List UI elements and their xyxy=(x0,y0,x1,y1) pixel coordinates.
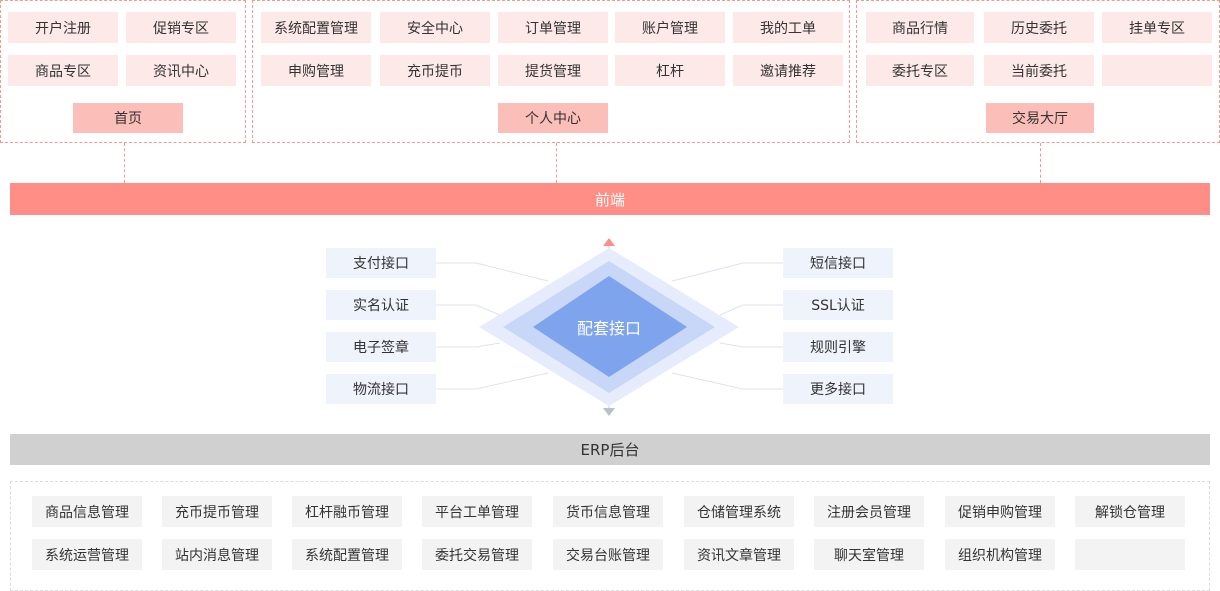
erp-module[interactable]: 促销申购管理 xyxy=(945,496,1055,527)
center-interface-label: 配套接口 xyxy=(576,319,641,338)
erp-module[interactable]: 组织机构管理 xyxy=(945,539,1055,570)
erp-module[interactable]: 货币信息管理 xyxy=(553,496,663,527)
module-cell[interactable]: 安全中心 xyxy=(380,12,490,43)
module-cell[interactable]: 提货管理 xyxy=(498,55,608,86)
module-cell[interactable]: 开户注册 xyxy=(8,12,118,43)
module-cell[interactable]: 历史委托 xyxy=(984,12,1094,43)
api-item[interactable]: 短信接口 xyxy=(783,248,893,278)
interface-diagram xyxy=(436,238,783,416)
erp-module[interactable]: 资讯文章管理 xyxy=(684,539,794,570)
hub-home[interactable]: 首页 xyxy=(73,103,183,133)
module-cell[interactable]: 充币提币 xyxy=(380,55,490,86)
api-item[interactable]: 电子签章 xyxy=(326,332,436,362)
group-personal-box xyxy=(252,0,850,143)
erp-module[interactable]: 站内消息管理 xyxy=(162,539,272,570)
connector-line xyxy=(436,372,549,390)
module-cell[interactable]: 邀请推荐 xyxy=(733,55,843,86)
module-cell[interactable]: 商品专区 xyxy=(8,55,118,86)
api-item[interactable]: 支付接口 xyxy=(326,248,436,278)
module-cell[interactable]: 订单管理 xyxy=(498,12,608,43)
connector-line xyxy=(719,304,783,316)
connector-line xyxy=(436,304,501,316)
connector-line xyxy=(1040,143,1041,183)
diamond-core xyxy=(533,276,687,377)
erp-module[interactable]: 平台工单管理 xyxy=(422,496,532,527)
erp-module[interactable]: 系统配置管理 xyxy=(292,539,402,570)
module-cell[interactable]: 系统配置管理 xyxy=(261,12,371,43)
api-item[interactable]: 更多接口 xyxy=(783,374,893,404)
connector-line xyxy=(671,372,783,390)
api-item[interactable]: 物流接口 xyxy=(326,374,436,404)
erp-module[interactable]: 杠杆融币管理 xyxy=(292,496,402,527)
erp-bar: ERP后台 xyxy=(10,434,1210,465)
erp-module[interactable]: 聊天室管理 xyxy=(814,539,924,570)
module-cell[interactable]: 杠杆 xyxy=(615,55,725,86)
erp-module[interactable]: 充币提币管理 xyxy=(162,496,272,527)
erp-module[interactable]: 注册会员管理 xyxy=(814,496,924,527)
hub-trading-hall[interactable]: 交易大厅 xyxy=(986,103,1094,133)
module-cell[interactable]: 促销专区 xyxy=(126,12,236,43)
connector-line xyxy=(556,143,557,183)
module-cell-empty xyxy=(1102,55,1212,86)
hub-personal-center[interactable]: 个人中心 xyxy=(498,103,608,133)
api-item[interactable]: 实名认证 xyxy=(326,290,436,320)
erp-module[interactable]: 解锁仓管理 xyxy=(1075,496,1185,527)
connector-line xyxy=(436,342,501,348)
arrow-up-icon xyxy=(603,238,615,246)
module-cell[interactable]: 申购管理 xyxy=(261,55,371,86)
module-cell[interactable]: 委托专区 xyxy=(866,55,974,86)
connector-line xyxy=(436,262,549,282)
connector-line xyxy=(719,342,783,348)
api-item[interactable]: 规则引擎 xyxy=(783,332,893,362)
frontend-bar: 前端 xyxy=(10,183,1210,215)
module-cell[interactable]: 挂单专区 xyxy=(1102,12,1212,43)
module-cell[interactable]: 我的工单 xyxy=(733,12,843,43)
connector-line xyxy=(671,262,783,282)
module-cell[interactable]: 当前委托 xyxy=(984,55,1094,86)
erp-module[interactable]: 商品信息管理 xyxy=(32,496,142,527)
arrow-down-icon xyxy=(603,408,615,416)
group-home-box xyxy=(0,0,246,143)
module-cell[interactable]: 商品行情 xyxy=(866,12,974,43)
module-cell[interactable]: 资讯中心 xyxy=(126,55,236,86)
connector-line xyxy=(124,143,125,183)
module-cell[interactable]: 账户管理 xyxy=(615,12,725,43)
erp-module[interactable]: 委托交易管理 xyxy=(422,539,532,570)
erp-module[interactable]: 仓储管理系统 xyxy=(684,496,794,527)
erp-module-empty xyxy=(1075,539,1185,570)
api-item[interactable]: SSL认证 xyxy=(783,290,893,320)
erp-module[interactable]: 系统运营管理 xyxy=(32,539,142,570)
erp-module[interactable]: 交易台账管理 xyxy=(553,539,663,570)
